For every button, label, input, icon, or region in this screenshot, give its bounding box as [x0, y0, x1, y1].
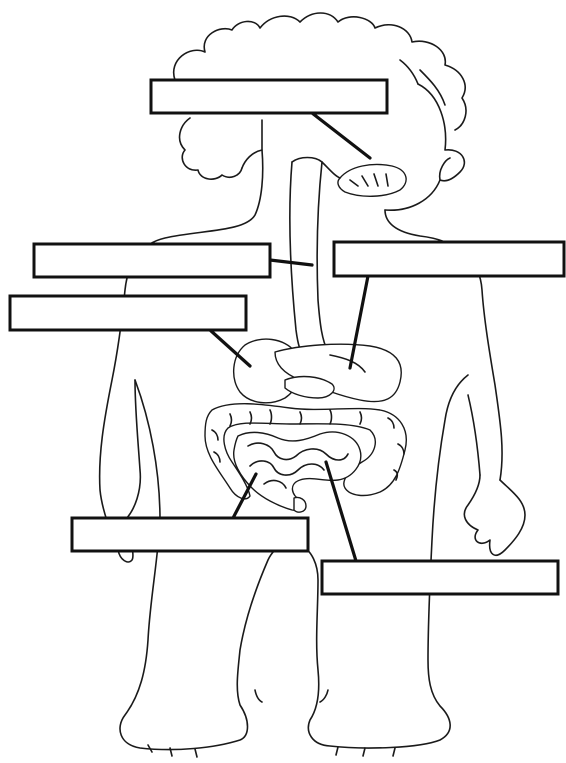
label-box-stomach[interactable]	[10, 296, 246, 330]
label-box-small-intestine[interactable]	[322, 561, 558, 594]
esophagus	[290, 158, 328, 357]
mouth-tongue	[322, 162, 406, 196]
label-box-liver[interactable]	[334, 242, 564, 276]
label-box-mouth[interactable]	[151, 80, 387, 113]
leader-line-mouth	[312, 113, 370, 158]
label-box-large-intestine[interactable]	[72, 518, 308, 551]
label-box-esophagus[interactable]	[34, 244, 270, 277]
small-intestine	[234, 432, 361, 512]
